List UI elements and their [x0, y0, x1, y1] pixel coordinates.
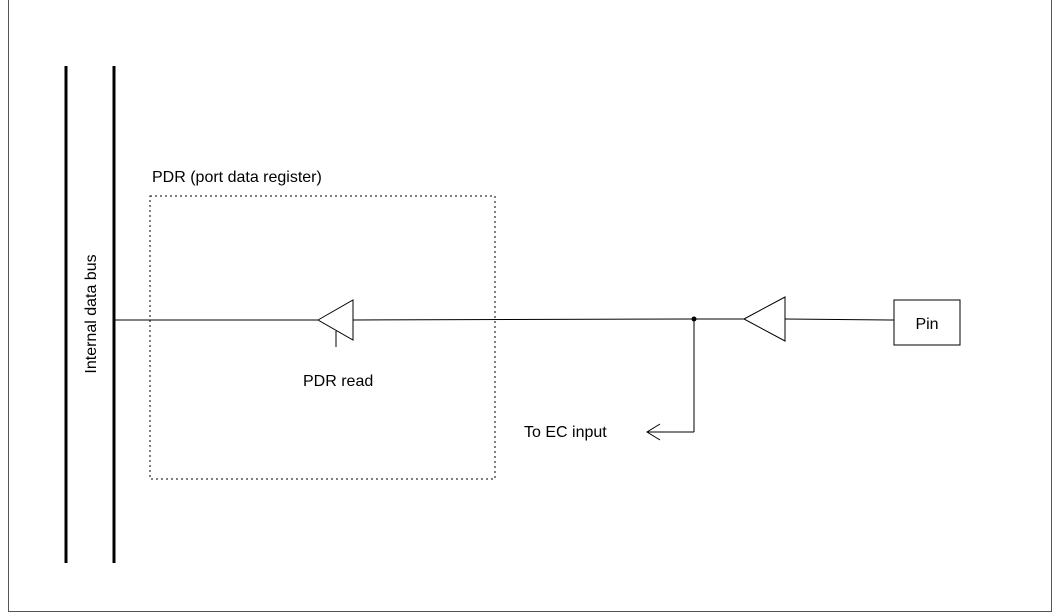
- pin-box: [893, 299, 961, 346]
- input-buffer: [742, 296, 786, 342]
- ec-input-label: To EC input: [524, 424, 607, 441]
- figure-frame: [8, 0, 1052, 612]
- pdr-read-label: PDR read: [303, 373, 373, 390]
- pdr-label: PDR (port data register): [152, 169, 322, 186]
- pin-label: Pin: [915, 316, 938, 333]
- buffer-to-pin-line: [784, 318, 895, 321]
- ec-arrow-head: [646, 423, 661, 441]
- buffer-to-junction-line: [352, 318, 695, 321]
- pdr-box: [149, 195, 496, 480]
- bus-label: Internal data bus: [83, 254, 100, 373]
